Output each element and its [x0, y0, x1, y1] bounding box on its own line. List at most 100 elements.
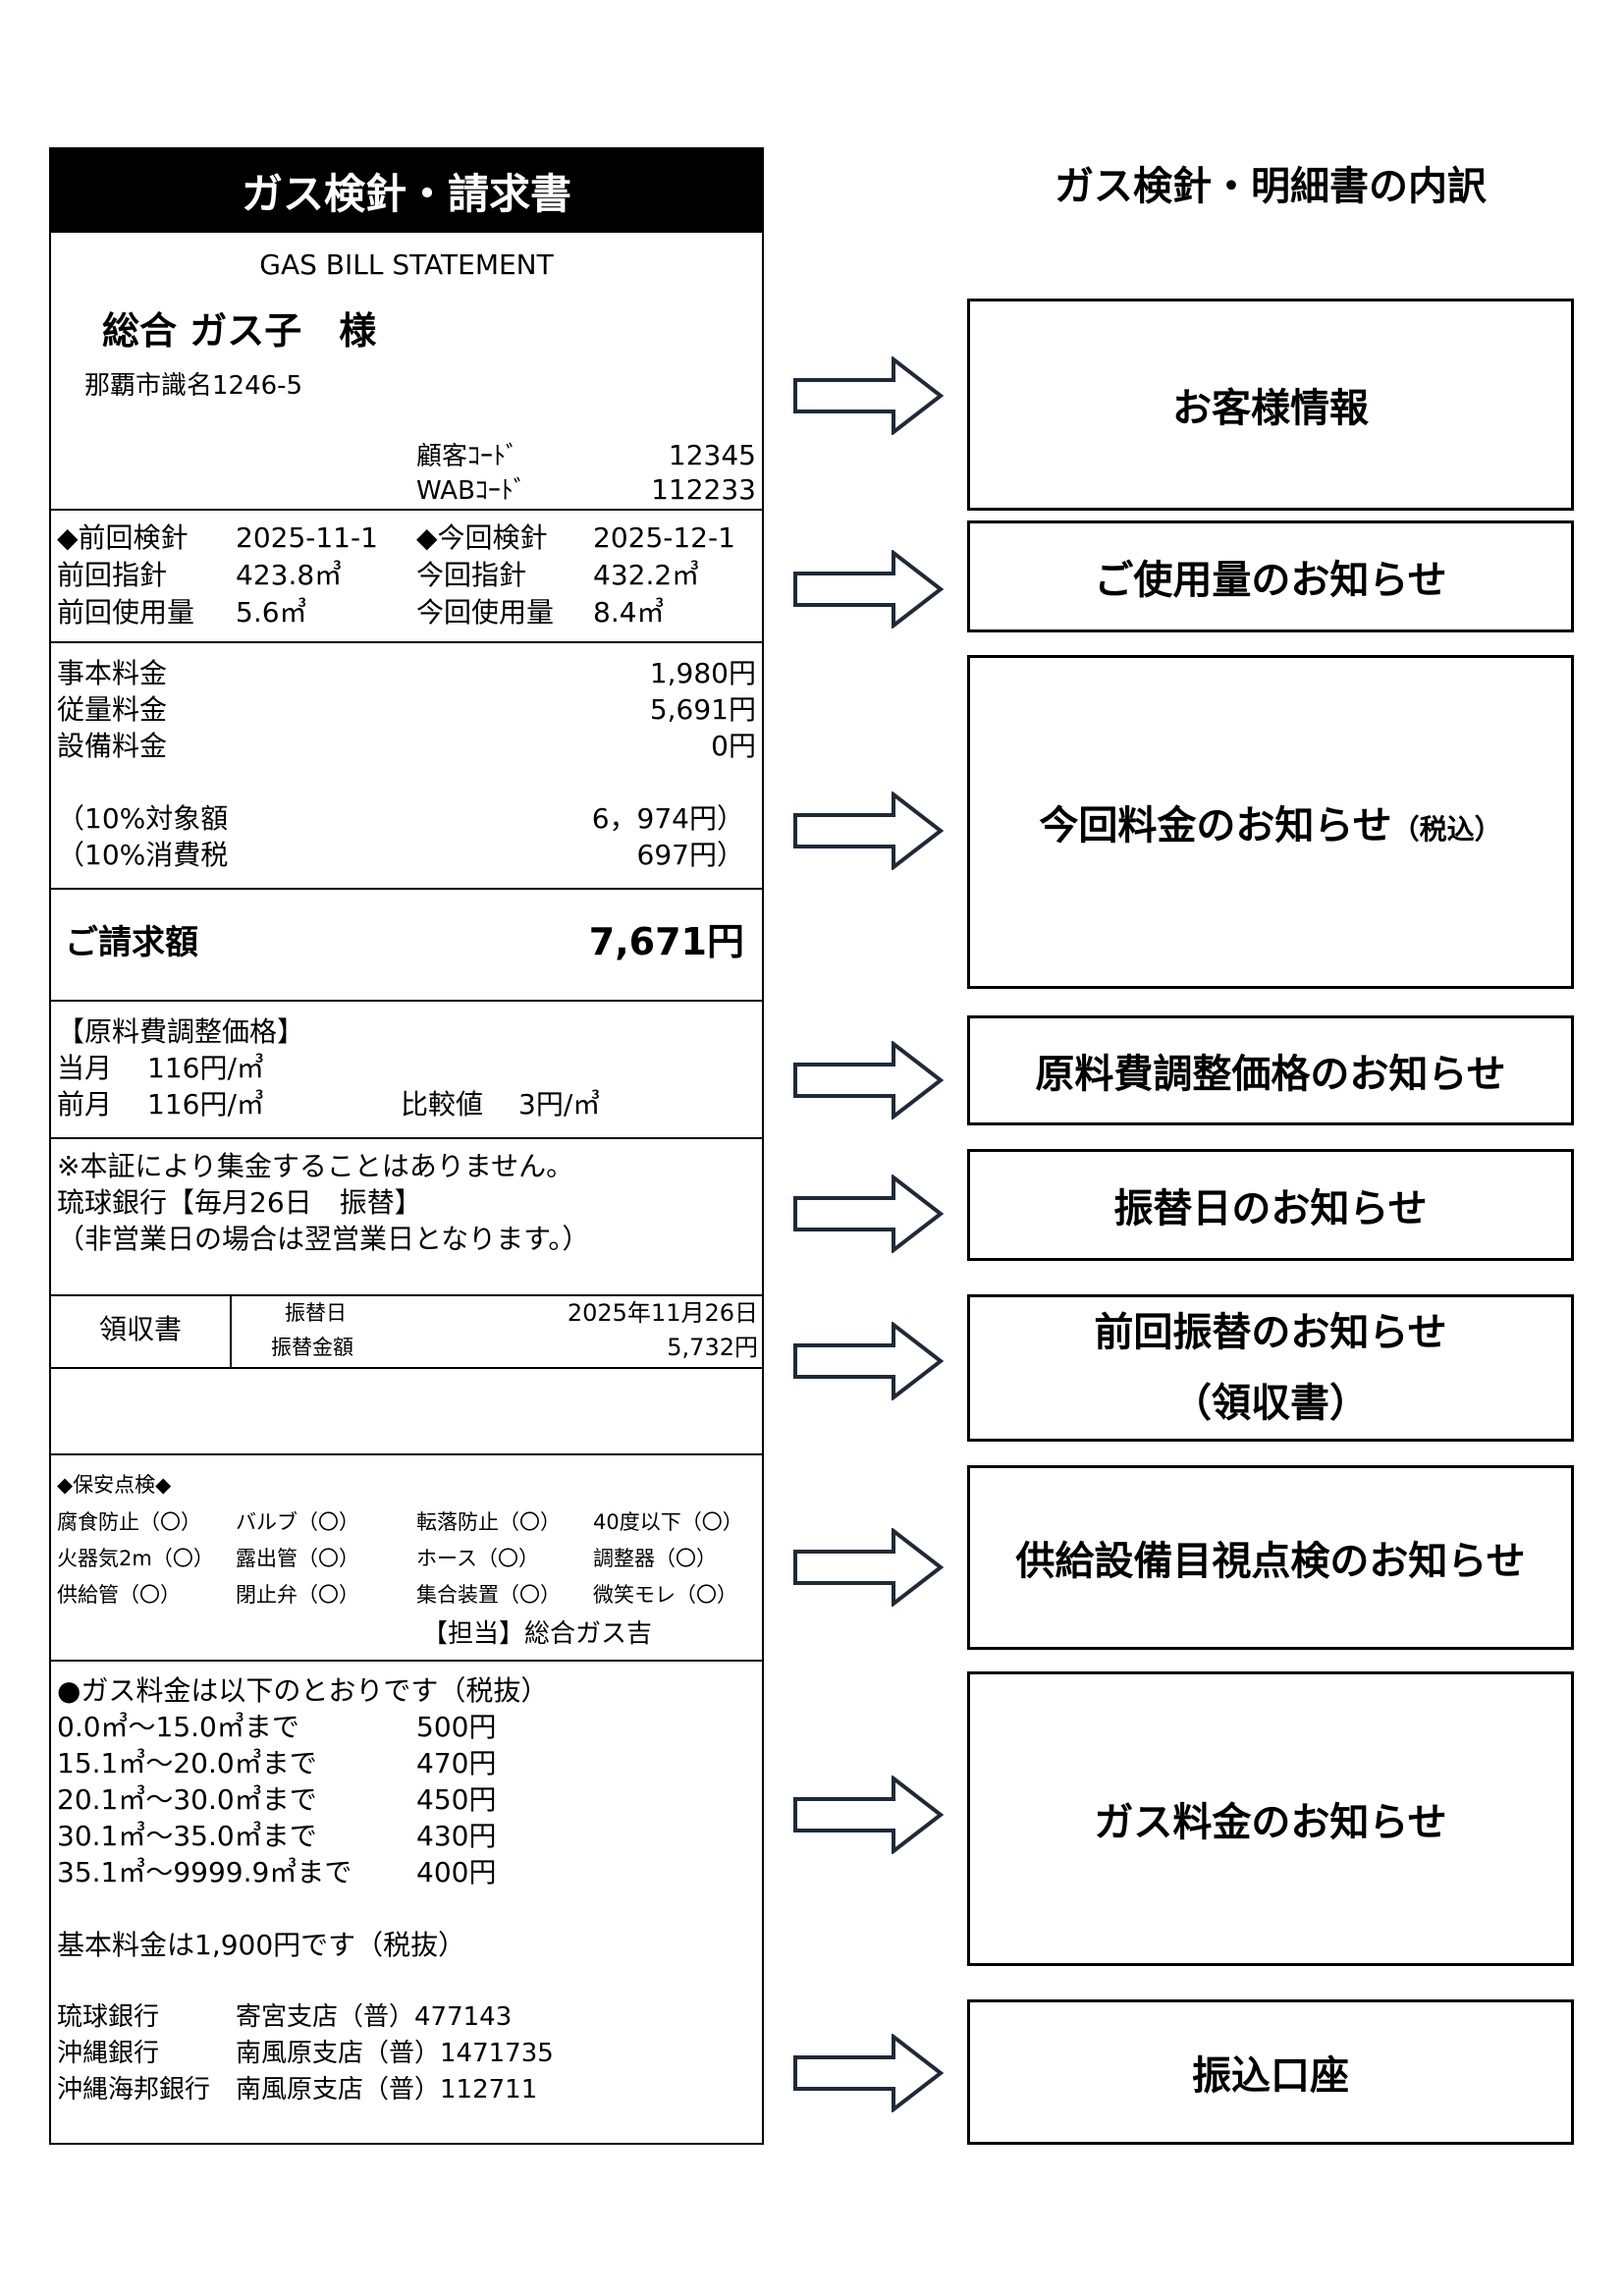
right-arrow-icon	[793, 2034, 945, 2112]
raw-compare-label: 比較値	[401, 1088, 484, 1121]
right-arrow-icon	[793, 356, 945, 435]
taxable-label: （10%対象額	[57, 802, 229, 835]
curr-reading-label: ◆今回検針	[416, 521, 548, 554]
legend-label: ご使用量のお知らせ	[1094, 558, 1447, 603]
legend-box-inspection: 供給設備目視点検のお知らせ	[967, 1465, 1574, 1650]
divider	[51, 509, 762, 511]
right-arrow-icon	[793, 1041, 945, 1120]
raw-compare: 3円/㎥	[518, 1088, 601, 1121]
rate-range: 35.1㎥～9999.9㎥まで	[57, 1856, 352, 1888]
usage-fee: 5,691円	[649, 693, 756, 726]
right-arrow-icon	[793, 1776, 945, 1854]
bill-subtitle: GAS BILL STATEMENT	[259, 248, 554, 281]
rate-price: 470円	[416, 1747, 497, 1779]
legend-box-customer-info: お客様情報	[967, 299, 1574, 511]
bank-account: 南風原支店（普）112711	[236, 2075, 538, 2105]
safety-staff: 【担当】総合ガス吉	[422, 1619, 653, 1649]
divider	[51, 1367, 762, 1369]
customer-address: 那覇市識名1246-5	[84, 371, 303, 401]
legend-label: お客様情報	[1172, 386, 1369, 431]
legend-label: 原料費調整価格のお知らせ	[1035, 1052, 1506, 1097]
rate-price: 400円	[416, 1856, 497, 1888]
legend-box-prev-transfer: 前回振替のお知らせ （領収書）	[967, 1294, 1574, 1442]
right-arrow-icon	[793, 550, 945, 629]
base-fee: 1,980円	[649, 657, 756, 689]
bank-name: 沖縄銀行	[57, 2039, 160, 2068]
legend-label: 今回料金のお知らせ	[1039, 803, 1392, 848]
legend-label: ガス料金のお知らせ	[1094, 1800, 1447, 1845]
legend-box-usage: ご使用量のお知らせ	[967, 520, 1574, 632]
tax-label: （10%消費税	[57, 839, 229, 871]
bank-account: 寄宮支店（普）477143	[236, 2002, 513, 2032]
base-rate-note: 基本料金は1,900円です（税抜）	[57, 1929, 466, 1961]
rate-price: 450円	[416, 1783, 497, 1816]
curr-meter-label: 今回指針	[416, 559, 527, 591]
legend-label: 振替日のお知らせ	[1113, 1186, 1428, 1231]
safety-item: 転落防止（〇）	[416, 1510, 561, 1534]
safety-item: 集合装置（〇）	[416, 1583, 561, 1607]
legend-box-account: 振込口座	[967, 1999, 1574, 2145]
bank-account: 南風原支店（普）1471735	[236, 2039, 554, 2068]
safety-item: 微笑モレ（〇）	[593, 1583, 737, 1607]
right-arrow-icon	[793, 1528, 945, 1607]
rates-title: ●ガス料金は以下のとおりです（税抜）	[57, 1674, 549, 1707]
gas-bill: ガス検針・請求書 GAS BILL STATEMENT 総合 ガス子 様 那覇市…	[49, 147, 764, 2145]
prev-reading-label: ◆前回検針	[57, 521, 189, 554]
rate-price: 500円	[416, 1711, 497, 1743]
divider	[51, 1137, 762, 1139]
base-fee-label: 事本料金	[57, 657, 168, 689]
raw-prev: 116円/㎥	[147, 1088, 264, 1121]
legend-box-transfer-day: 振替日のお知らせ	[967, 1149, 1574, 1261]
prev-meter: 423.8㎥	[236, 559, 343, 591]
prev-usage-label: 前回使用量	[57, 596, 195, 629]
taxable-amount: 6，974円）	[591, 802, 744, 835]
safety-item: 火器気2m（〇）	[57, 1547, 214, 1570]
customer-code-label: 顧客ｺｰﾄﾞ	[416, 442, 519, 471]
raw-prev-label: 前月	[57, 1088, 113, 1121]
rate-range: 20.1㎥～30.0㎥まで	[57, 1783, 317, 1816]
equipment-fee: 0円	[711, 730, 756, 762]
raw-curr-label: 当月	[57, 1052, 113, 1084]
transfer-amount: 5,732円	[667, 1334, 758, 1361]
customer-name: 総合 ガス子 様	[102, 309, 377, 353]
prev-reading-date: 2025-11-1	[236, 521, 378, 554]
safety-item: 腐食防止（〇）	[57, 1510, 201, 1534]
legend-label: 供給設備目視点検のお知らせ	[1015, 1539, 1526, 1584]
prev-usage: 5.6㎥	[236, 596, 307, 629]
transfer-amount-label: 振替金額	[271, 1336, 353, 1359]
divider	[51, 1453, 762, 1455]
legend-box-raw-material: 原料費調整価格のお知らせ	[967, 1015, 1574, 1125]
raw-title: 【原料費調整価格】	[57, 1015, 305, 1048]
wab-code: 112233	[651, 473, 756, 506]
legend-label-tax: （税込）	[1391, 813, 1502, 846]
receipt-divider	[230, 1296, 232, 1367]
rate-range: 15.1㎥～20.0㎥まで	[57, 1747, 317, 1779]
bank-name: 琉球銀行	[57, 2002, 160, 2032]
tax-amount: 697円）	[636, 839, 744, 871]
wab-code-label: WABｺｰﾄﾞ	[416, 476, 526, 506]
legend-title: ガス検針・明細書の内訳	[1055, 164, 1487, 209]
legend-label-receipt: （領収書）	[1172, 1381, 1369, 1426]
legend-box-charge: 今回料金のお知らせ（税込）	[967, 655, 1574, 989]
transfer-date-label: 振替日	[285, 1301, 347, 1325]
right-arrow-icon	[793, 1322, 945, 1400]
curr-reading-date: 2025-12-1	[593, 521, 735, 554]
divider	[51, 1660, 762, 1662]
bank-name: 沖縄海邦銀行	[57, 2075, 211, 2105]
safety-item: 閉止弁（〇）	[236, 1583, 359, 1607]
right-arrow-icon	[793, 1175, 945, 1253]
safety-item: ホース（〇）	[416, 1547, 539, 1570]
safety-item: 供給管（〇）	[57, 1583, 181, 1607]
rate-range: 0.0㎥～15.0㎥まで	[57, 1711, 299, 1743]
safety-item: 調整器（〇）	[593, 1547, 717, 1570]
curr-usage: 8.4㎥	[593, 596, 665, 629]
equipment-fee-label: 設備料金	[57, 730, 168, 762]
customer-code: 12345	[668, 439, 756, 471]
legend-label: 前回振替のお知らせ	[1094, 1310, 1447, 1355]
legend-box-rates: ガス料金のお知らせ	[967, 1671, 1574, 1966]
rate-price: 430円	[416, 1820, 497, 1852]
safety-item: 40度以下（〇）	[593, 1510, 743, 1534]
billing-amount: 7,671円	[588, 920, 744, 963]
usage-fee-label: 従量料金	[57, 693, 168, 726]
curr-usage-label: 今回使用量	[416, 596, 555, 629]
